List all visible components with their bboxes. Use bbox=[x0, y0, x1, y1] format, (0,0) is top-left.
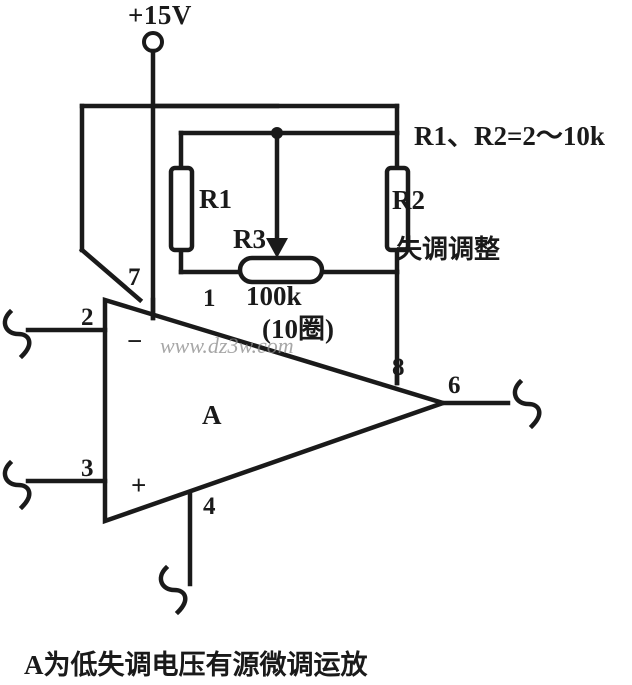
pin-label-6: 6 bbox=[448, 372, 461, 399]
pin-label-2: 2 bbox=[81, 304, 94, 331]
break-symbol-input-noninverting bbox=[2, 459, 32, 511]
supply-terminal-circle bbox=[142, 31, 164, 53]
figure-caption: A为低失调电压有源微调运放 bbox=[24, 650, 368, 680]
break-symbol-output bbox=[512, 378, 542, 430]
r3-value-label: 100k bbox=[246, 281, 302, 311]
r1-ref-label: R1 bbox=[199, 184, 232, 214]
break-symbol-input-inverting bbox=[2, 308, 32, 360]
pin-label-1: 1 bbox=[203, 285, 216, 312]
opamp-triangle-body bbox=[102, 296, 451, 525]
pin7-branch-diagonal bbox=[78, 246, 144, 304]
break-symbol-ground bbox=[158, 564, 188, 616]
junction-dot-wiper bbox=[271, 127, 283, 139]
pin-label-4: 4 bbox=[203, 493, 216, 520]
r3-ref-label: R3 bbox=[233, 224, 266, 254]
r3-potentiometer-body bbox=[237, 255, 325, 285]
r2-resistor-body bbox=[384, 165, 411, 253]
pin-label-8: 8 bbox=[392, 354, 405, 381]
pin-label-3: 3 bbox=[81, 455, 94, 482]
opamp-ref-label: A bbox=[202, 400, 222, 430]
pin-label-7: 7 bbox=[128, 264, 141, 291]
r3-turns-label: (10圈) bbox=[262, 314, 334, 344]
inverting-input-symbol: − bbox=[127, 326, 143, 356]
r2-ref-label: R2 bbox=[392, 185, 425, 215]
supply-voltage-label: +15V bbox=[128, 0, 192, 30]
r3-wiper-arrow bbox=[266, 238, 288, 258]
r1-resistor-body bbox=[168, 165, 195, 253]
offset-adjust-annotation: 失调调整 bbox=[396, 235, 501, 264]
resistor-range-annotation: R1、R2=2～10k bbox=[414, 121, 605, 151]
noninverting-input-symbol: + bbox=[131, 470, 147, 500]
site-watermark: www.dz3w.com bbox=[160, 333, 294, 358]
